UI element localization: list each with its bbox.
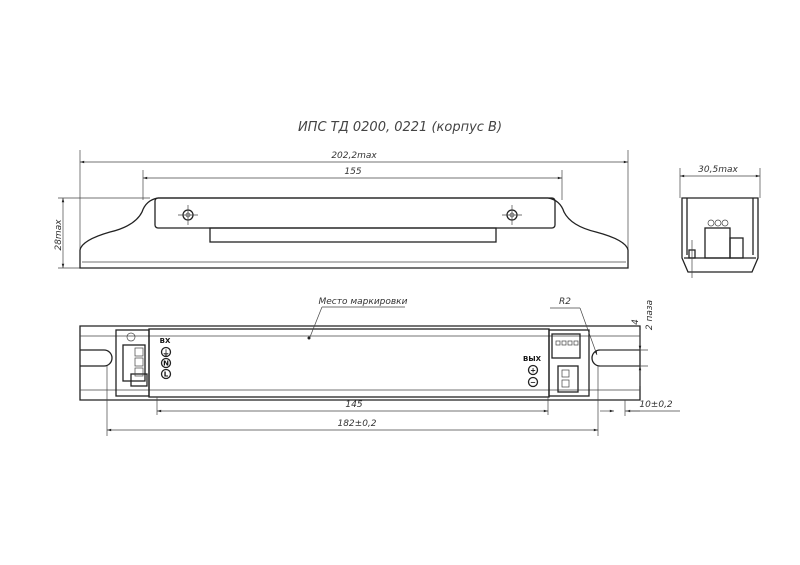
mounting-plate — [154, 197, 556, 229]
side-housing — [79, 197, 629, 269]
output-label: ВЫХ — [523, 355, 542, 363]
main-body — [148, 328, 550, 398]
mount-hole-icon — [178, 205, 198, 225]
top-housing — [79, 325, 641, 401]
radius-label: R2 — [559, 297, 571, 307]
body-slot — [209, 227, 497, 243]
marking-label: Место маркировки — [319, 297, 408, 307]
body-length-label: 145 — [345, 400, 362, 410]
output-terminal-block — [551, 333, 581, 393]
plus-symbol: + — [530, 367, 536, 375]
overall-length-label: 202,2max — [331, 151, 377, 161]
input-terminal-block — [122, 332, 148, 387]
neutral-symbol: N — [163, 360, 169, 368]
ground-symbol: ⏚ — [163, 349, 170, 357]
mount-spacing-label: 155 — [344, 167, 361, 177]
slot-width-label: 4 — [631, 319, 641, 325]
minus-symbol: − — [530, 379, 536, 387]
end-view: 30,5max — [679, 165, 761, 278]
hole-spacing-label: 182±0,2 — [337, 419, 376, 429]
input-terminal-symbols: ⏚ N L — [160, 346, 172, 380]
line-symbol: L — [164, 371, 169, 379]
width-label: 30,5max — [698, 165, 738, 175]
mount-hole-icon — [502, 205, 522, 225]
height-label: 28max — [54, 219, 64, 251]
input-label: ВХ — [160, 337, 171, 345]
edge-offset-label: 10±0,2 — [639, 400, 673, 410]
drawing-title: ИПС ТД 0200, 0221 (корпус В) — [298, 120, 502, 135]
top-view: ВХ ⏚ N L ВЫХ + − Место маркировки R2 4 2 — [79, 297, 680, 436]
side-view: 202,2max 155 28max — [54, 150, 629, 269]
slot-count-label: 2 паза — [645, 300, 655, 330]
